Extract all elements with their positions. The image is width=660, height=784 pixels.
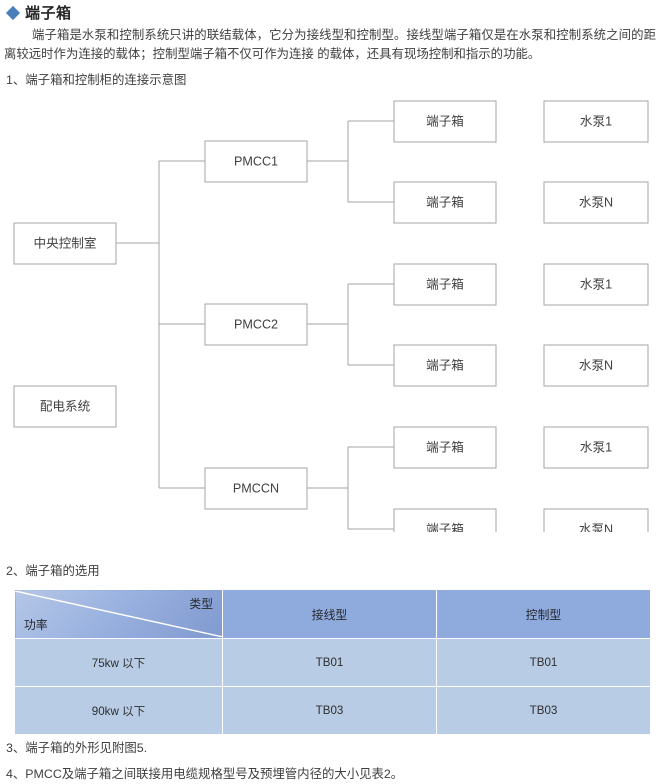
node-pump-5-label: 水泵1	[580, 440, 612, 454]
table-header-wiring: 接线型	[222, 589, 437, 639]
section-label-3: 3、端子箱的外形见附图5.	[6, 741, 148, 755]
node-pump-4: 水泵N	[543, 344, 649, 387]
node-power-system-label: 配电系统	[40, 399, 91, 413]
intro-paragraph: 端子箱是水泵和控制系统只讲的联结载体，它分为接线型和控制型。接线型端子箱仅是在水…	[4, 28, 656, 61]
node-terminal-box-3: 端子箱	[393, 263, 497, 306]
cell-power-1: 90kw 以下	[14, 686, 223, 735]
node-terminal-box-6: 端子箱	[393, 508, 497, 532]
table-row: 90kw 以下 TB03 TB03	[14, 686, 651, 735]
node-pump-6: 水泵N	[543, 508, 649, 532]
node-terminal-box-2: 端子箱	[393, 181, 497, 224]
node-terminal-box-3-label: 端子箱	[426, 276, 464, 291]
node-pump-2: 水泵N	[543, 181, 649, 224]
node-pump-5: 水泵1	[543, 426, 649, 469]
node-power-system: 配电系统	[13, 385, 117, 428]
terminal-box-selection-table: 类型 功率 接线型 控制型 75kw 以下 TB01 TB01 90kw 以下 …	[14, 589, 651, 735]
table-header-power-label: 功率	[24, 618, 48, 632]
section-label-1: 1、端子箱和控制柜的连接示意图	[6, 73, 187, 87]
table-header-split-cell: 类型 功率	[14, 589, 223, 639]
node-pmcc1-label: PMCC1	[234, 154, 278, 168]
connection-diagram: 中央控制室 配电系统 PMCC1 PMCC2 PMCCN	[0, 92, 660, 532]
cell-control-1: TB03	[436, 686, 651, 735]
page-title: 端子箱	[5, 2, 72, 23]
node-terminal-box-4: 端子箱	[393, 344, 497, 387]
table-header-control: 控制型	[436, 589, 651, 639]
node-pmccn-label: PMCCN	[233, 481, 279, 495]
node-terminal-box-4-label: 端子箱	[426, 357, 464, 372]
node-terminal-box-5-label: 端子箱	[426, 439, 464, 454]
node-pmccn: PMCCN	[204, 467, 308, 510]
node-pump-3: 水泵1	[543, 263, 649, 306]
section-label-4: 4、PMCC及端子箱之间联接用电缆规格型号及预埋管内径的大小见表2。	[6, 767, 404, 781]
node-pmcc2-label: PMCC2	[234, 317, 278, 331]
node-central-room-label: 中央控制室	[34, 235, 97, 250]
cell-power-0: 75kw 以下	[14, 638, 223, 687]
node-pump-6-label: 水泵N	[579, 522, 613, 532]
node-terminal-box-6-label: 端子箱	[426, 521, 464, 532]
node-terminal-box-2-label: 端子箱	[426, 194, 464, 209]
diamond-bullet-icon	[5, 5, 21, 20]
node-pmcc1: PMCC1	[204, 140, 308, 183]
table-header-row: 类型 功率 接线型 控制型	[14, 589, 651, 639]
cell-wiring-1: TB03	[222, 686, 437, 735]
node-pump-1-label: 水泵1	[580, 114, 612, 128]
section-label-2: 2、端子箱的选用	[6, 564, 100, 578]
node-central-room: 中央控制室	[13, 222, 117, 265]
node-pump-1: 水泵1	[543, 100, 649, 143]
node-pump-3-label: 水泵1	[580, 277, 612, 291]
table-row: 75kw 以下 TB01 TB01	[14, 638, 651, 687]
page-title-text: 端子箱	[25, 5, 72, 22]
node-pump-4-label: 水泵N	[579, 358, 613, 372]
node-pump-2-label: 水泵N	[579, 195, 613, 209]
table-header-type-label: 类型	[189, 597, 213, 611]
cell-control-0: TB01	[436, 638, 651, 687]
node-terminal-box-5: 端子箱	[393, 426, 497, 469]
node-terminal-box-1: 端子箱	[393, 100, 497, 143]
diagonal-divider-icon	[15, 591, 223, 637]
node-terminal-box-1-label: 端子箱	[426, 113, 464, 128]
node-pmcc2: PMCC2	[204, 303, 308, 346]
cell-wiring-0: TB01	[222, 638, 437, 687]
